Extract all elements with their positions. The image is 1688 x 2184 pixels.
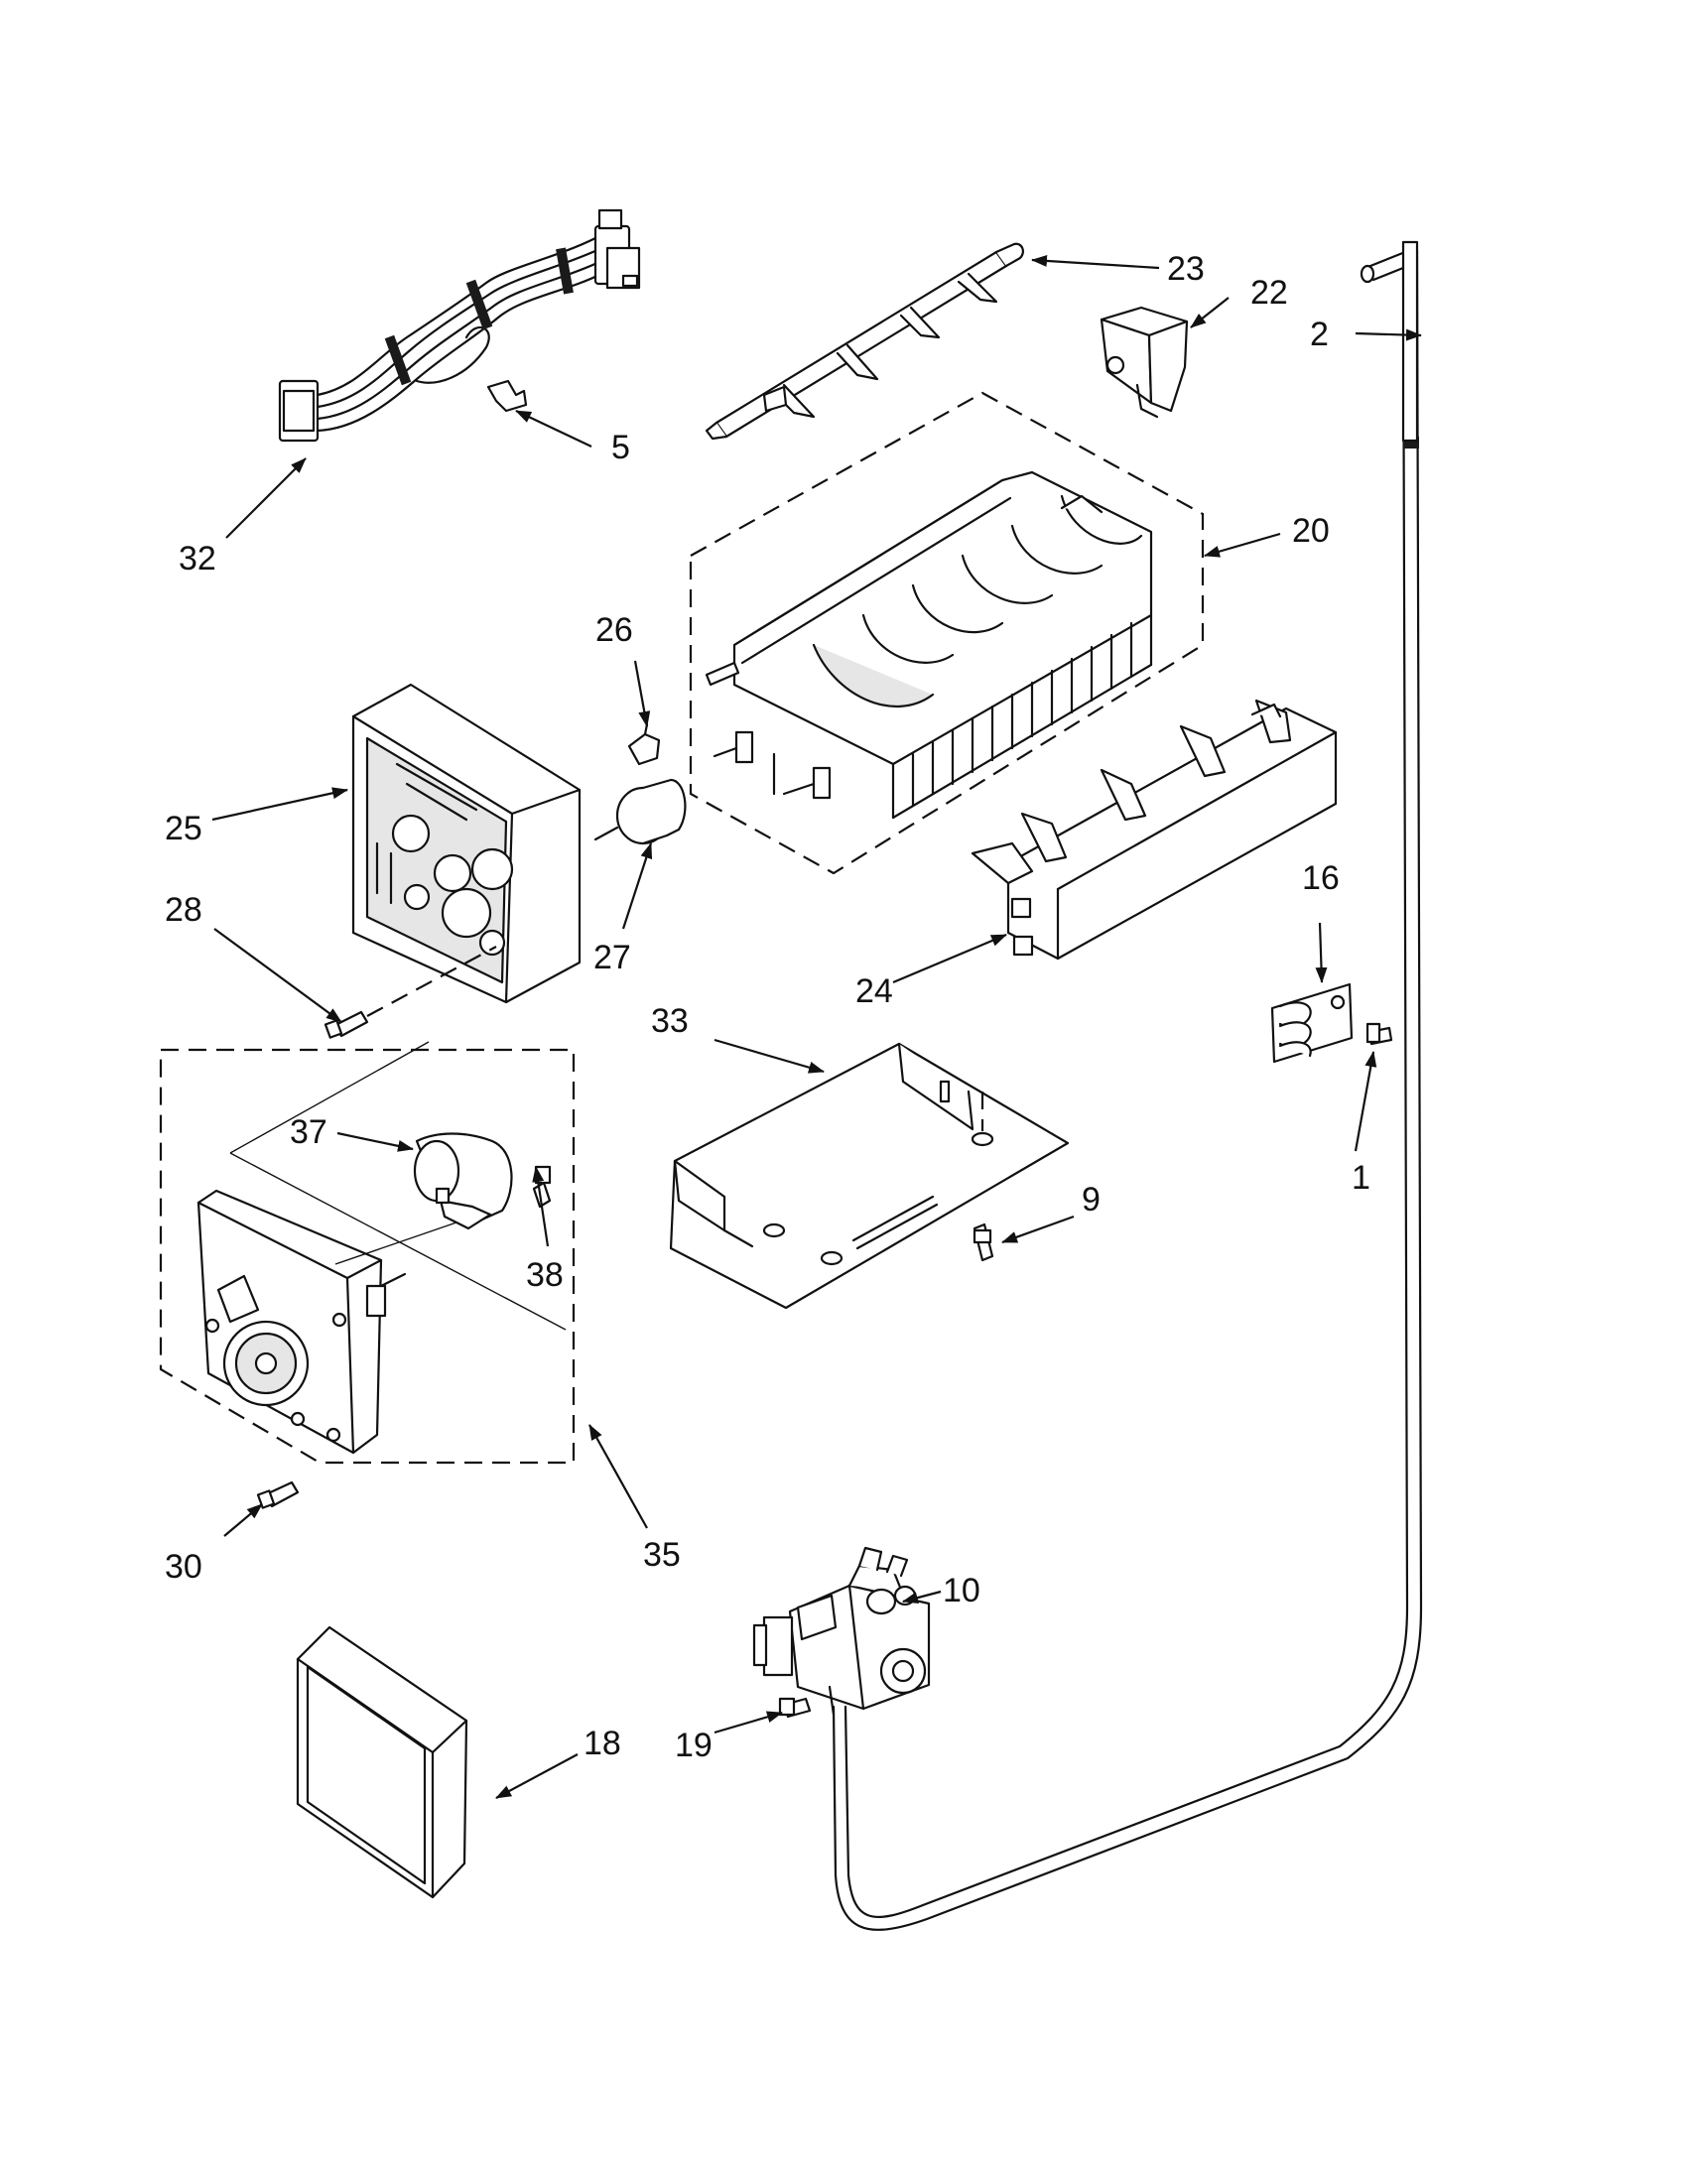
- motor-37: [413, 1132, 513, 1230]
- cover-33: [669, 1042, 1070, 1310]
- arrow-16: [1315, 922, 1328, 983]
- callout-1: 1: [1352, 1159, 1370, 1197]
- callout-32: 32: [179, 540, 216, 578]
- arrow-38: [532, 1166, 550, 1247]
- callout-10: 10: [943, 1572, 980, 1609]
- arrow-5: [515, 410, 592, 448]
- leader-28-dash: [366, 946, 497, 1017]
- ejector-shaft-23: [705, 242, 1024, 441]
- arrow-1: [1354, 1051, 1377, 1152]
- callout-37: 37: [290, 1113, 327, 1151]
- screw-19: [778, 1697, 812, 1719]
- callout-2: 2: [1310, 316, 1329, 353]
- arrow-35: [588, 1424, 648, 1529]
- callout-26: 26: [595, 611, 633, 649]
- arrow-27: [621, 842, 653, 930]
- bracket-16: [1270, 982, 1354, 1064]
- motor-assembly-35: [159, 1048, 576, 1465]
- stripper-24: [971, 699, 1338, 961]
- callout-24: 24: [855, 972, 893, 1010]
- module-housing-25: [351, 683, 582, 1004]
- assembly-line-1: [229, 1041, 430, 1154]
- callout-38: 38: [526, 1256, 564, 1294]
- arrow-24: [892, 933, 1007, 984]
- screw-30: [256, 1480, 300, 1509]
- arrow-19: [714, 1711, 783, 1734]
- callout-27: 27: [593, 939, 631, 976]
- fill-cup-22: [1100, 306, 1189, 419]
- callout-22: 22: [1250, 274, 1288, 312]
- arrow-22: [1190, 297, 1230, 328]
- arrow-23: [1031, 254, 1160, 270]
- arrow-28: [213, 928, 342, 1023]
- thermostat-27: [593, 778, 687, 845]
- wire-harness-32: [278, 208, 641, 443]
- fill-tube-2: [832, 240, 1423, 1931]
- arrow-37: [336, 1131, 414, 1152]
- assembly-line-3: [334, 1221, 457, 1265]
- callout-5: 5: [611, 429, 630, 466]
- callout-28: 28: [165, 891, 202, 929]
- callout-33: 33: [651, 1002, 689, 1040]
- pad-18: [296, 1625, 468, 1899]
- arrow-30: [223, 1503, 263, 1537]
- callout-25: 25: [165, 810, 202, 847]
- callout-19: 19: [675, 1727, 713, 1764]
- arrow-10: [902, 1590, 942, 1604]
- callout-18: 18: [584, 1725, 621, 1762]
- callout-20: 20: [1292, 512, 1330, 550]
- callout-35: 35: [643, 1536, 681, 1574]
- arrow-25: [211, 787, 348, 822]
- callout-30: 30: [165, 1548, 202, 1586]
- arrow-18: [495, 1753, 579, 1799]
- screw-1: [1365, 1022, 1393, 1046]
- callout-16: 16: [1302, 859, 1340, 897]
- water-valve-10: [752, 1546, 931, 1717]
- callout-23: 23: [1167, 250, 1205, 288]
- arrow-26: [633, 660, 651, 727]
- arrow-32: [225, 457, 307, 539]
- arrow-20: [1204, 532, 1281, 558]
- screw-9: [973, 1222, 994, 1262]
- assembly-line-2: [229, 1152, 567, 1331]
- arrow-33: [714, 1038, 825, 1074]
- clip-26: [627, 722, 661, 766]
- ice-mold-20: [689, 391, 1205, 875]
- arrow-2: [1355, 328, 1422, 341]
- wire-clip-5: [486, 379, 528, 413]
- callout-9: 9: [1082, 1181, 1101, 1219]
- arrow-9: [1001, 1215, 1075, 1244]
